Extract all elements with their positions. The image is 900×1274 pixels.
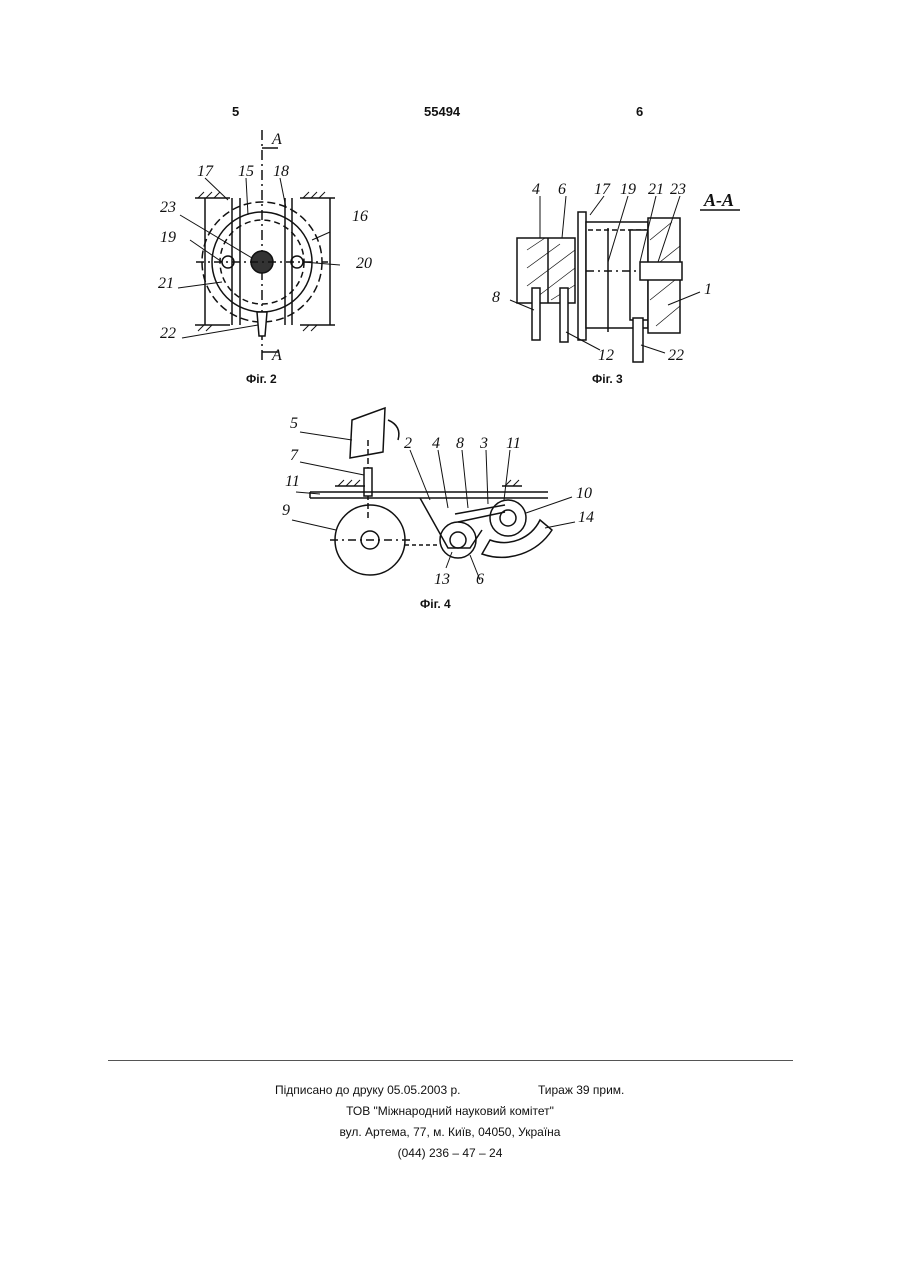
fig4-label: 7	[290, 447, 299, 464]
fig2-label: 18	[273, 163, 289, 180]
footer-signed-date: Підписано до друку 05.05.2003 р.	[275, 1083, 460, 1097]
footer-divider	[108, 1060, 793, 1061]
figure-4-drawing	[292, 408, 575, 580]
fig4-label: 5	[290, 415, 298, 432]
fig2-label: 23	[160, 199, 176, 216]
fig2-label: 15	[238, 163, 254, 180]
fig3-label: 6	[558, 181, 566, 198]
fig3-label: 4	[532, 181, 540, 198]
figure-3-drawing	[510, 196, 740, 362]
fig4-caption: Фіг. 4	[420, 597, 451, 611]
fig4-label: 4	[432, 435, 440, 452]
fig2-label: 19	[160, 229, 176, 246]
fig4-label: 11	[285, 473, 300, 490]
fig3-label: 8	[492, 289, 500, 306]
fig4-label: 10	[576, 485, 592, 502]
fig4-label: 14	[578, 509, 594, 526]
fig3-caption: Фіг. 3	[592, 372, 623, 386]
patent-drawings: A A 17 15 18 23 16 19 20 21 22 4 6 17 19…	[0, 0, 900, 620]
fig3-label: 22	[668, 347, 684, 364]
footer-organization: ТОВ "Міжнародний науковий комітет"	[0, 1104, 900, 1118]
fig3-label: 12	[598, 347, 614, 364]
fig2-section-label-bottom: A	[271, 347, 282, 364]
fig2-label: 20	[356, 255, 372, 272]
fig4-label: 8	[456, 435, 464, 452]
footer-print-run: Тираж 39 прим.	[538, 1083, 624, 1097]
fig3-label: 1	[704, 281, 712, 298]
fig4-label: 11	[506, 435, 521, 452]
fig2-section-label-top: A	[271, 131, 282, 148]
fig2-label: 16	[352, 208, 368, 225]
fig2-label: 22	[160, 325, 176, 342]
fig3-section-title: А-А	[703, 190, 734, 210]
fig4-label: 13	[434, 571, 450, 588]
fig4-label: 6	[476, 571, 484, 588]
fig4-label: 9	[282, 502, 290, 519]
fig3-label: 21	[648, 181, 664, 198]
fig3-label: 23	[670, 181, 686, 198]
fig4-label: 3	[479, 435, 488, 452]
fig4-label: 2	[404, 435, 412, 452]
fig3-label: 19	[620, 181, 636, 198]
fig2-label: 21	[158, 275, 174, 292]
fig3-label: 17	[594, 181, 611, 198]
fig2-caption: Фіг. 2	[246, 372, 277, 386]
footer-address: вул. Артема, 77, м. Київ, 04050, Україна	[0, 1125, 900, 1139]
fig2-label: 17	[197, 163, 214, 180]
footer-phone: (044) 236 – 47 – 24	[0, 1146, 900, 1160]
